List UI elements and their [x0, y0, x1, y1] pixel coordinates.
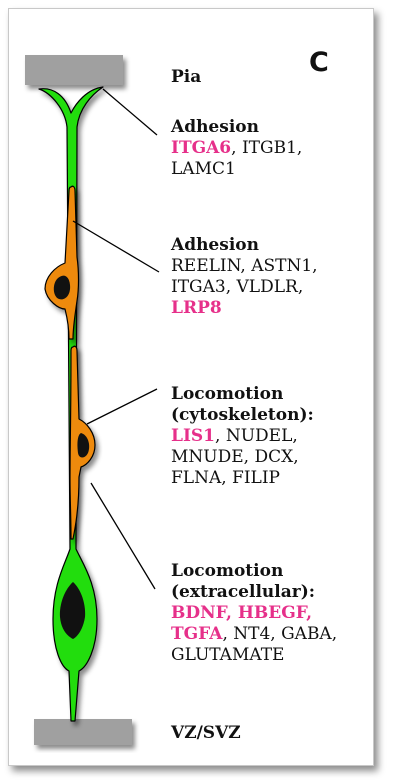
group-locomotion-cytoskeleton: Locomotion (cytoskeleton): LIS1, NUDEL, … [171, 384, 314, 489]
gene-highlight: BDNF, HBEGF, [171, 603, 312, 623]
gene-line: MNUDE, DCX, [171, 447, 314, 468]
gene-line: GLUTAMATE [171, 645, 337, 666]
gene-line: FLNA, FILIP [171, 468, 314, 489]
gene-line: LIS1, NUDEL, [171, 426, 314, 447]
group-subheading: (cytoskeleton): [171, 405, 314, 426]
gene-line: ITGA6, ITGB1, [171, 138, 302, 159]
gene-text: , NT4, GABA, [222, 624, 337, 644]
group-adhesion-neuron: Adhesion REELIN, ASTN1, ITGA3, VLDLR, LR… [171, 235, 318, 319]
gene-line: ITGA3, VLDLR, [171, 277, 318, 298]
gene-line: TGFA, NT4, GABA, [171, 624, 337, 645]
group-locomotion-extracellular: Locomotion (extracellular): BDNF, HBEGF,… [171, 561, 337, 666]
gene-text: REELIN, ASTN1, [171, 256, 318, 276]
gene-text: FLNA, FILIP [171, 468, 280, 488]
leader-line-adhesion-1 [103, 89, 157, 135]
gene-text: ITGA3, VLDLR, [171, 277, 303, 297]
gene-line: LRP8 [171, 298, 318, 319]
vz-svz-surface [34, 719, 132, 745]
group-heading: Adhesion [171, 117, 302, 138]
gene-highlight: LRP8 [171, 298, 222, 318]
vz-svz-label: VZ/SVZ [171, 723, 241, 744]
group-subheading: (extracellular): [171, 582, 337, 603]
leader-line-extracellular [91, 483, 155, 589]
gene-highlight: TGFA [171, 624, 222, 644]
group-heading: Locomotion [171, 384, 314, 405]
gene-text: , ITGB1, [231, 138, 302, 158]
panel-letter: C [309, 47, 329, 78]
pia-surface [25, 55, 123, 85]
gene-line: BDNF, HBEGF, [171, 603, 337, 624]
figure-panel: C Pia Adhesion ITGA6, ITGB1, LAMC1 Adhes… [8, 8, 374, 766]
gene-highlight: ITGA6 [171, 138, 231, 158]
gene-line: LAMC1 [171, 159, 302, 180]
gene-text: GLUTAMATE [171, 645, 284, 665]
gene-text: MNUDE, DCX, [171, 447, 299, 467]
migrating-neuron-upper [45, 186, 79, 339]
leader-line-cytoskeleton [87, 389, 157, 424]
leader-line-adhesion-2 [73, 221, 159, 272]
gene-text: LAMC1 [171, 159, 236, 179]
gene-line: REELIN, ASTN1, [171, 256, 318, 277]
group-adhesion-ecm: Adhesion ITGA6, ITGB1, LAMC1 [171, 117, 302, 180]
pia-label: Pia [171, 67, 201, 88]
group-heading: Locomotion [171, 561, 337, 582]
gene-text: , NUDEL, [215, 426, 298, 446]
gene-highlight: LIS1 [171, 426, 215, 446]
group-heading: Adhesion [171, 235, 318, 256]
